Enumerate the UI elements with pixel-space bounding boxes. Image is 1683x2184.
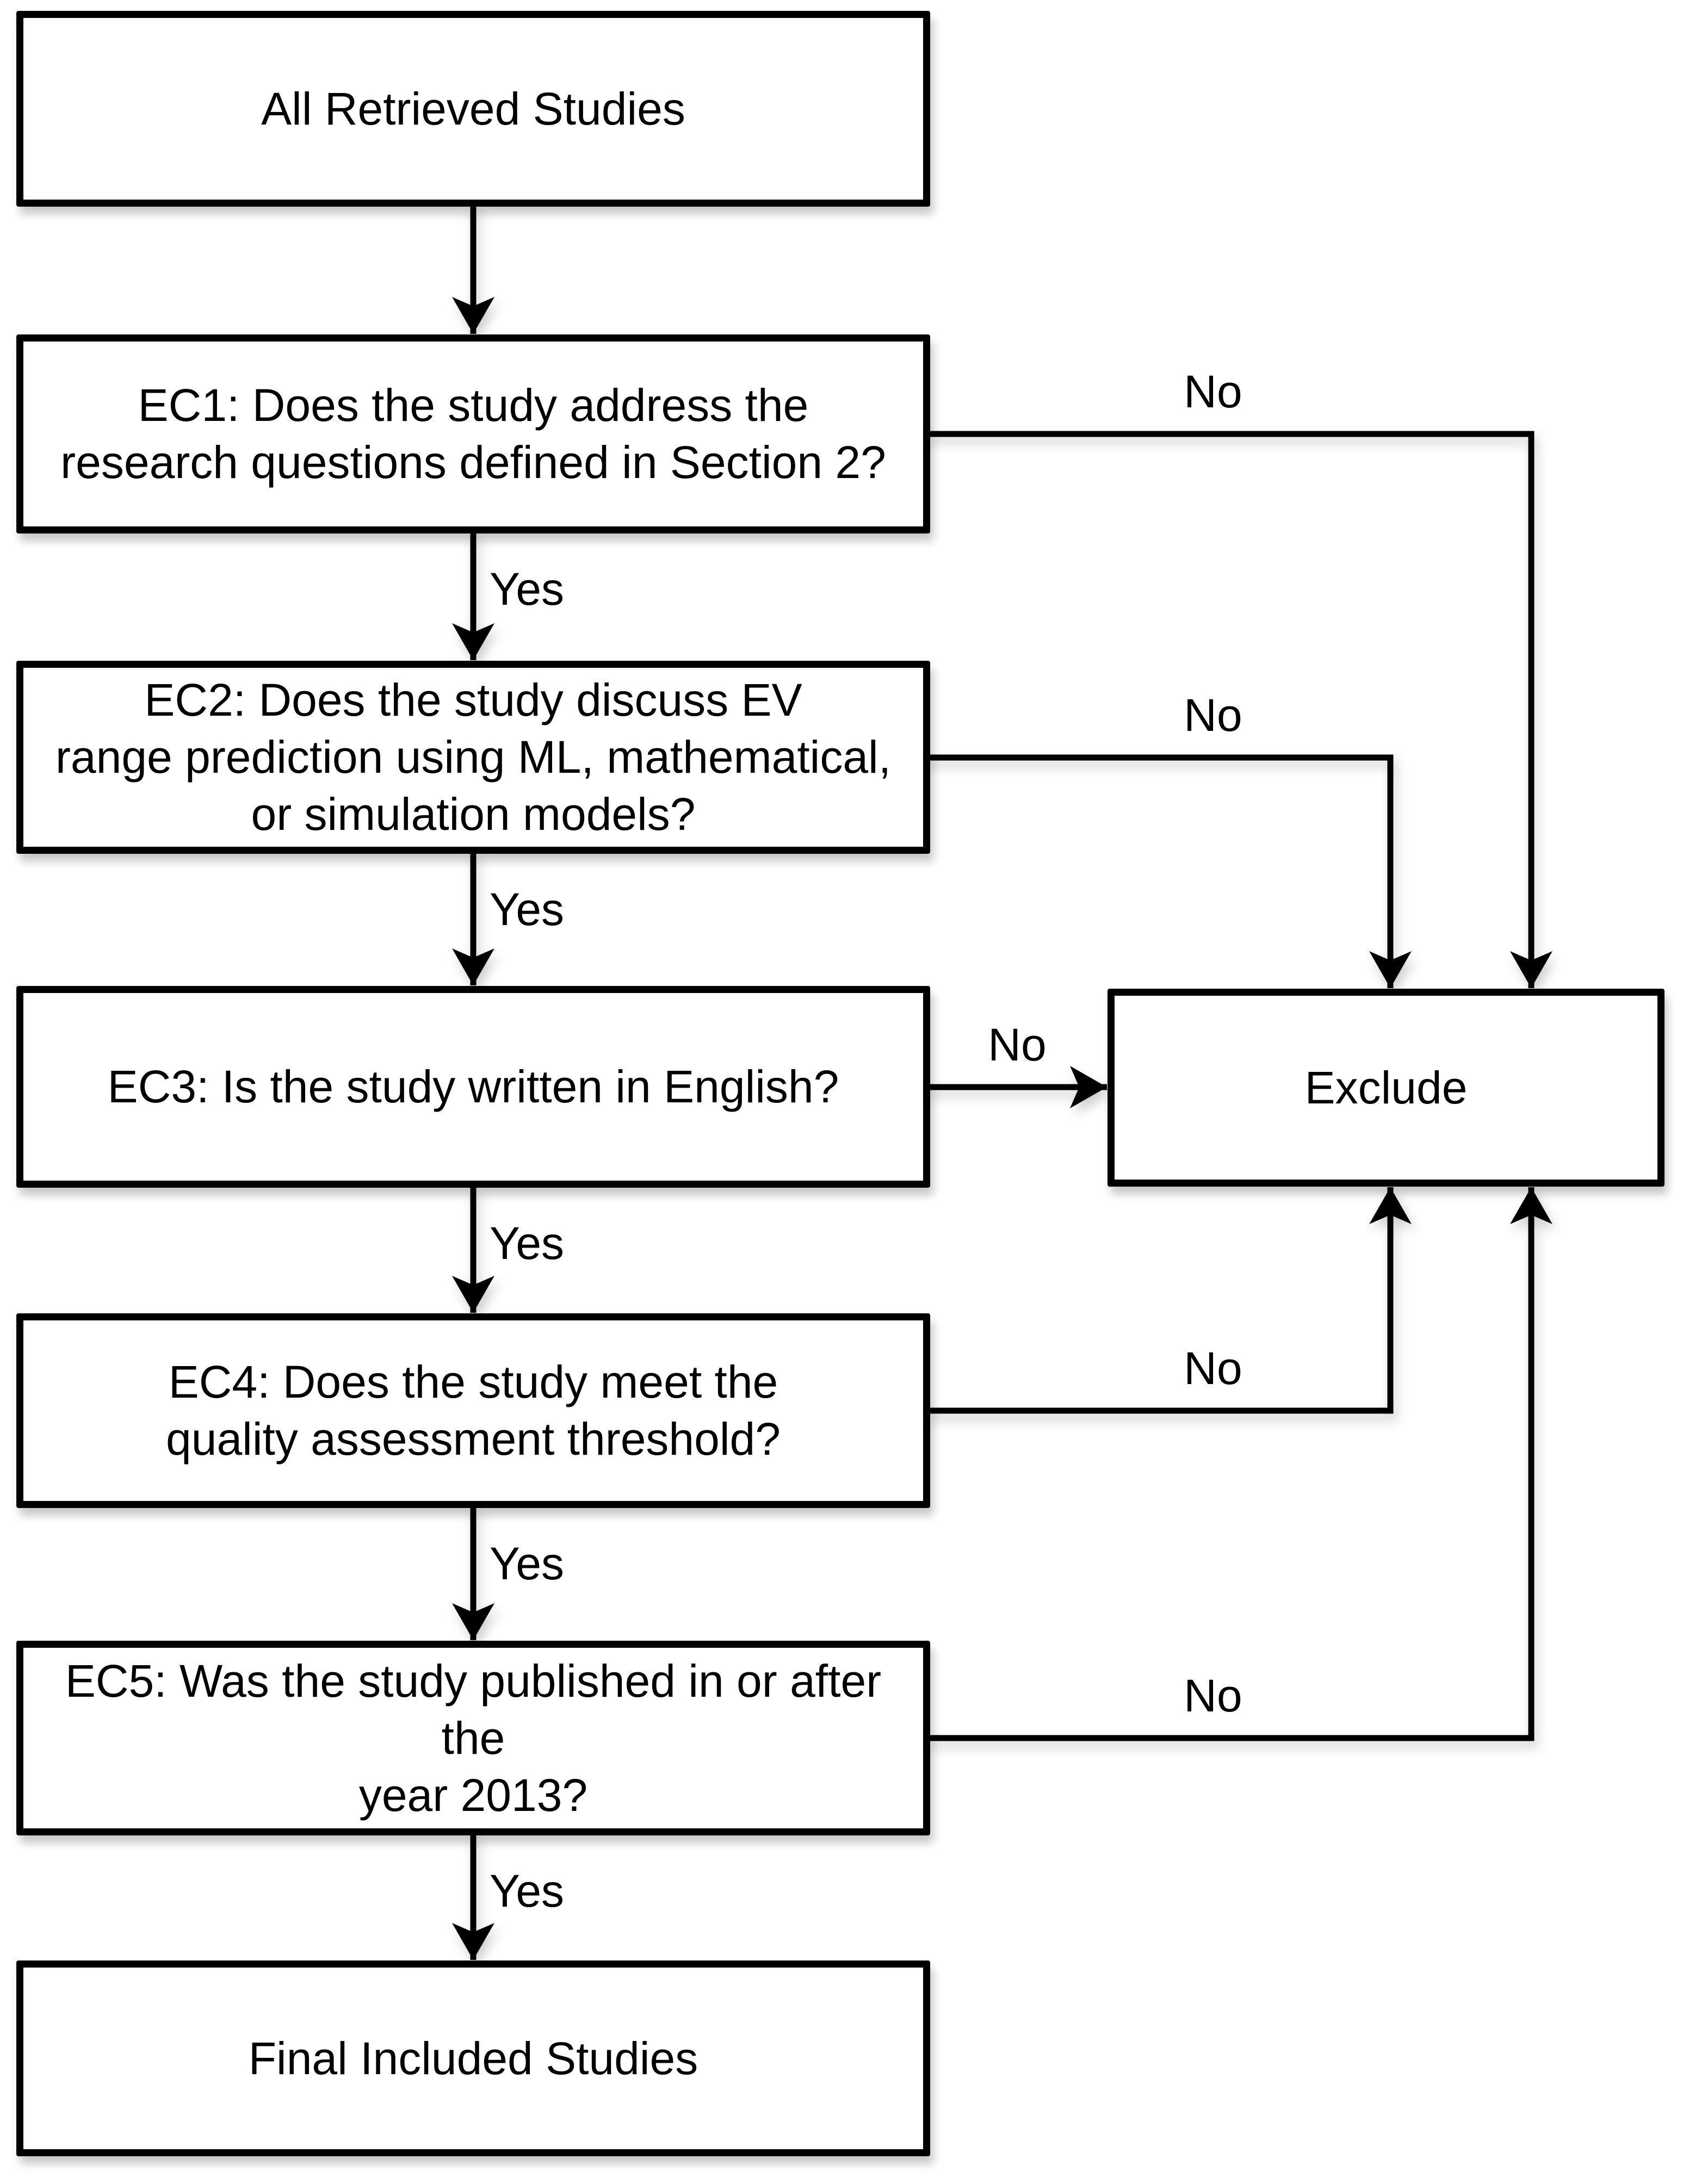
edge-label-ec2-yes: Yes	[490, 884, 565, 935]
node-exclude: Exclude	[1107, 989, 1665, 1187]
edge-label-ec1-yes: Yes	[490, 563, 565, 615]
edge-label-ec3-yes: Yes	[490, 1218, 565, 1269]
node-ec4-quality-threshold: EC4: Does the study meet the quality ass…	[16, 1313, 930, 1508]
node-ec5-published-after-2013: EC5: Was the study published in or after…	[16, 1641, 930, 1835]
node-ec2-ev-range-prediction: EC2: Does the study discuss EV range pre…	[16, 661, 930, 854]
edge-ec4-no-line	[925, 1187, 1412, 1414]
node-ec1-research-questions: EC1: Does the study address the research…	[16, 334, 930, 533]
edge-ec1-no-line	[925, 431, 1552, 988]
edge-ec2-no-line	[925, 754, 1412, 988]
edge-ec5-no-line	[925, 1187, 1552, 1741]
node-final-included-studies: Final Included Studies	[16, 1960, 930, 2156]
node-ec3-written-in-english: EC3: Is the study written in English?	[16, 986, 930, 1188]
node-all-retrieved-studies: All Retrieved Studies	[16, 11, 930, 207]
edge-label-ec4-yes: Yes	[490, 1538, 565, 1589]
edge-label-ec2-no: No	[1184, 690, 1242, 741]
edge-label-ec5-yes: Yes	[490, 1865, 565, 1916]
edge-label-ec3-no: No	[988, 1019, 1047, 1070]
edge-label-ec5-no: No	[1184, 1670, 1242, 1721]
edge-label-ec1-no: No	[1184, 366, 1242, 417]
edge-label-ec4-no: No	[1184, 1343, 1242, 1394]
